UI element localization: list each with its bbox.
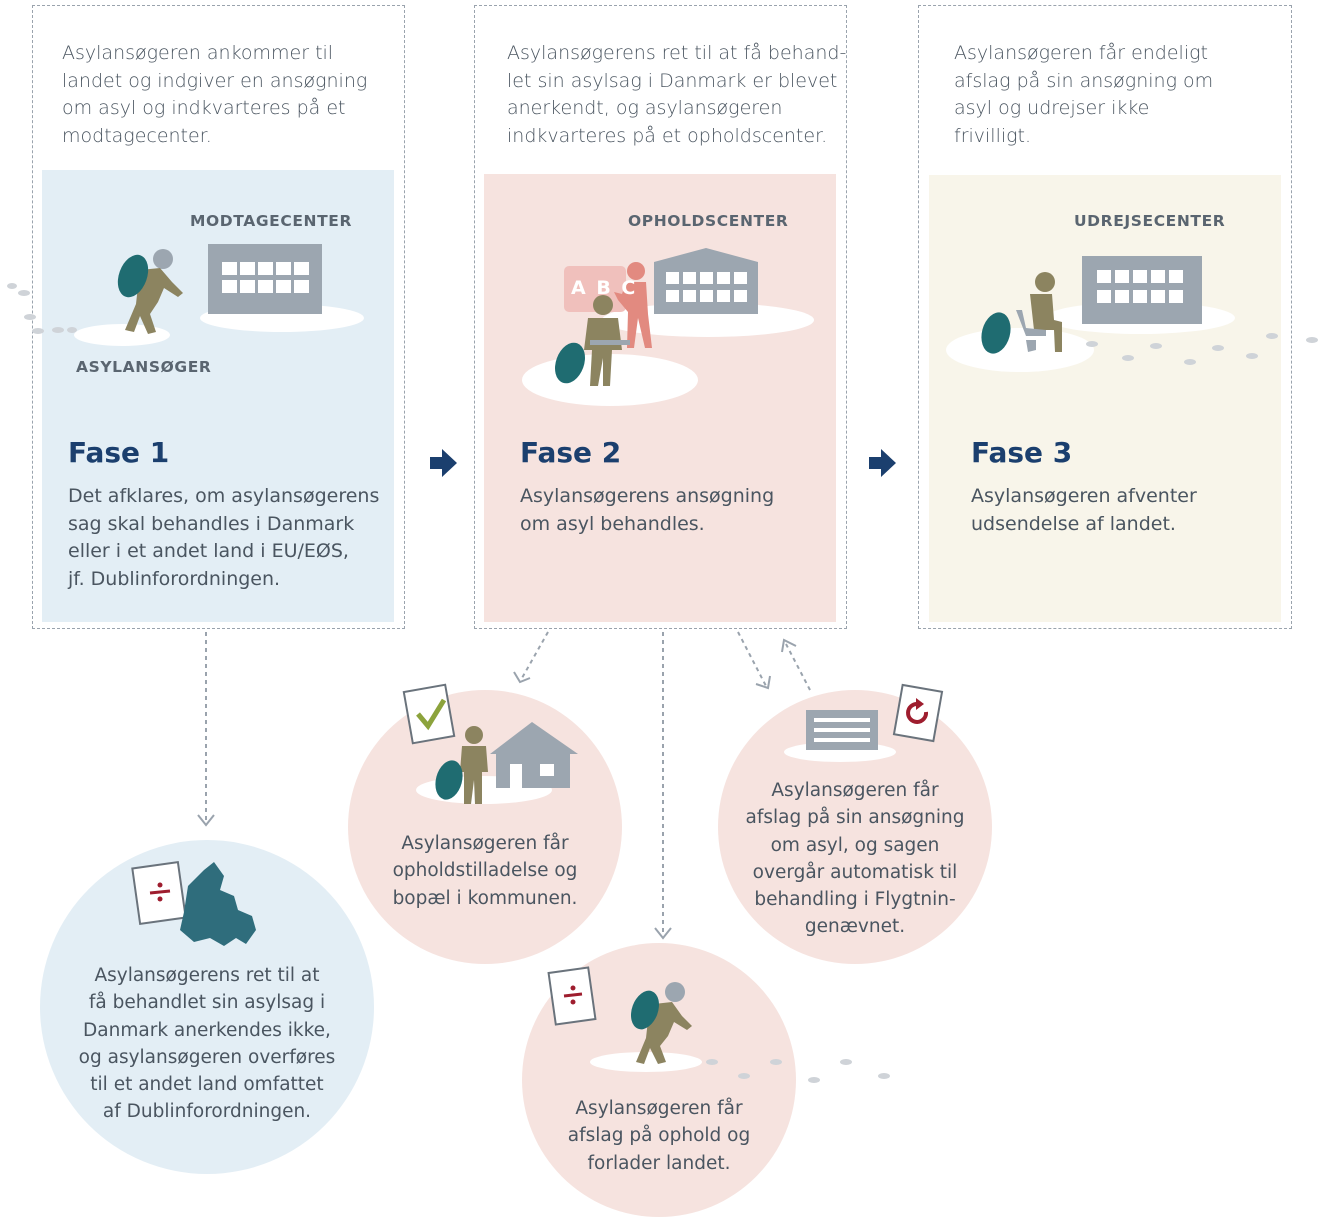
departure-center-building-icon xyxy=(1082,256,1202,324)
house-icon xyxy=(490,722,578,788)
modtagecenter-label: MODTAGECENTER xyxy=(190,212,352,230)
refugee-board-building-icon xyxy=(806,710,878,750)
arrow-phase1-to-phase2 xyxy=(430,449,457,477)
udrejsecenter-label: UDREJSECENTER xyxy=(1074,212,1226,230)
departing-person-icon xyxy=(630,982,692,1064)
arrowhead-up xyxy=(781,638,797,653)
arrowhead-down xyxy=(513,671,531,684)
footprints-icon xyxy=(1086,333,1318,365)
document-check-icon xyxy=(402,683,456,745)
opholdscenter-label: OPHOLDSCENTER xyxy=(628,212,789,230)
footprints-icon xyxy=(706,1059,890,1083)
denmark-map-icon xyxy=(180,862,256,946)
asylum-seeker-walking-icon xyxy=(117,249,183,334)
resident-person-icon xyxy=(435,726,488,804)
ground-ellipse xyxy=(590,1052,702,1072)
stay-center-building-icon xyxy=(654,248,758,314)
teacher-icon xyxy=(614,262,652,348)
document-divide-icon xyxy=(131,860,187,926)
student-icon xyxy=(555,295,630,386)
permit-outcome-circle xyxy=(348,690,622,964)
document-appeal-icon xyxy=(892,683,944,743)
phase-3-frame xyxy=(918,5,1292,629)
reception-center-building-icon xyxy=(208,244,322,314)
phase-2-intro: Asylansøgerens ret til at få behand-let … xyxy=(507,42,847,147)
phase-3-panel xyxy=(929,175,1281,622)
arrow-phase2-to-phase3 xyxy=(869,449,896,477)
arrowhead-down xyxy=(755,675,771,690)
phase-1-title: Fase 1 xyxy=(68,436,170,469)
asylansoger-label: ASYLANSØGER xyxy=(76,358,212,376)
phase-2-frame xyxy=(474,5,847,629)
phase-2-title: Fase 2 xyxy=(520,436,622,469)
seated-person-icon xyxy=(981,272,1062,354)
footprints-icon xyxy=(7,283,77,334)
arrowhead-down xyxy=(197,814,215,827)
blackboard-text: A B C xyxy=(571,277,638,299)
arrowhead-down xyxy=(654,927,672,940)
document-divide-icon xyxy=(547,966,597,1026)
phase-3-title: Fase 3 xyxy=(971,436,1073,469)
